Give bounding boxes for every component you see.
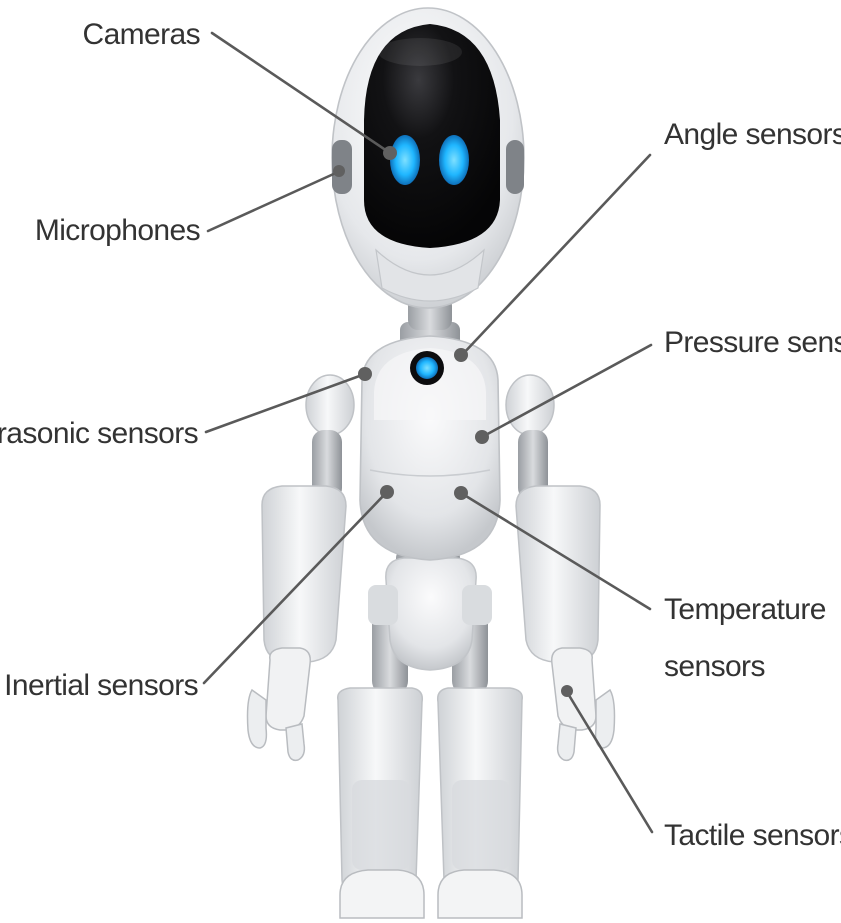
head — [332, 8, 524, 330]
leader-microphones — [208, 172, 338, 231]
sensor-dot-pressure — [475, 430, 489, 444]
left-eye — [390, 135, 420, 185]
label-angle-sensors: Angle sensors — [664, 118, 841, 151]
sensor-dot-cameras — [383, 146, 397, 160]
label-inertial-sensors: Inertial sensors — [4, 669, 198, 702]
label-temperature-sensors-line2: sensors — [664, 650, 765, 683]
label-temperature-sensors-line1: Temperature — [664, 593, 826, 626]
right-eye — [439, 135, 469, 185]
label-ultrasonic-sensors: Ultrasonic sensors — [0, 417, 198, 450]
sensor-dot-angle — [454, 348, 468, 362]
robot-illustration — [248, 8, 615, 918]
label-pressure-sensors: Pressure sensors — [664, 326, 841, 359]
sensor-dot-tactile — [561, 685, 573, 697]
leader-pressure-sensors — [482, 345, 651, 437]
sensor-dot-microphones — [333, 165, 345, 177]
label-tactile-sensors: Tactile sensors — [664, 819, 841, 852]
label-microphones: Microphones — [35, 214, 200, 247]
sensor-dot-temperature — [454, 486, 468, 500]
label-cameras: Cameras — [83, 18, 201, 51]
sensor-dot-ultrasonic — [358, 367, 372, 381]
sensor-dot-inertial — [380, 485, 394, 499]
